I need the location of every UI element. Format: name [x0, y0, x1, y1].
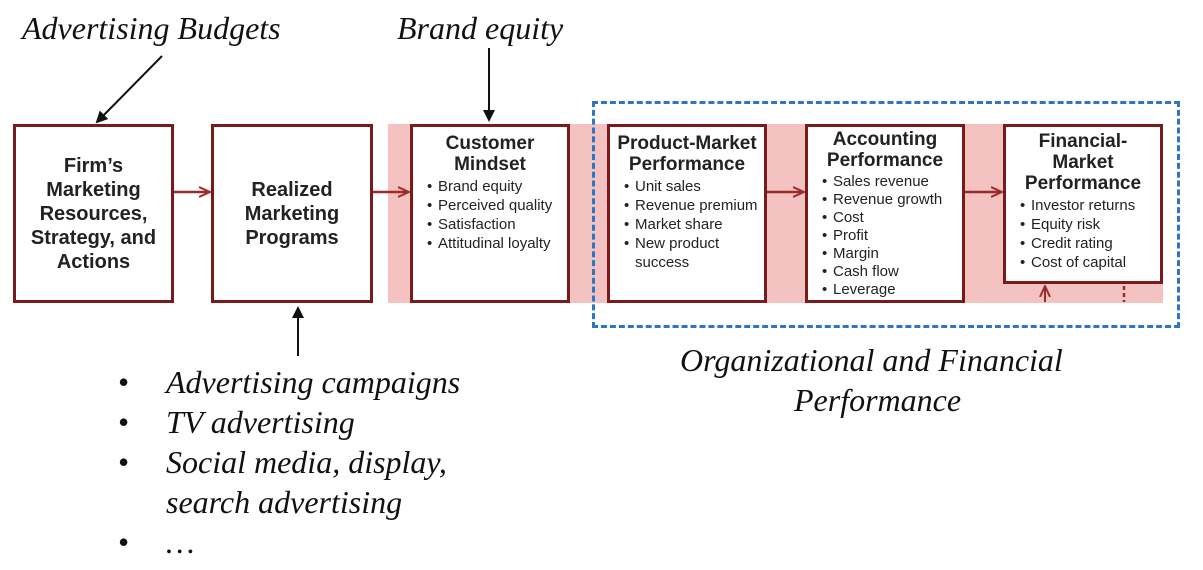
accounting-box: Accounting Performance Sales revenue Rev…	[805, 124, 965, 303]
list-item: Brand equity	[427, 177, 567, 196]
list-item: Attitudinal loyalty	[427, 234, 567, 253]
firm-resources-box: Firm’s Marketing Resources, Strategy, an…	[13, 124, 174, 303]
list-item: Revenue premium	[624, 196, 764, 215]
customer-mindset-box: Customer Mindset Brand equity Perceived …	[410, 124, 570, 303]
advertising-budgets-label: Advertising Budgets	[22, 10, 281, 46]
financial-market-list: Investor returns Equity risk Credit rati…	[1006, 196, 1160, 272]
list-item: Market share	[624, 215, 764, 234]
list-item: Unit sales	[624, 177, 764, 196]
brand-equity-label: Brand equity	[397, 10, 564, 46]
list-item: …	[118, 522, 486, 562]
list-item: Advertising campaigns	[118, 362, 486, 402]
list-item: Sales revenue	[822, 173, 962, 191]
list-item: New product success	[624, 234, 764, 272]
list-item: Equity risk	[1020, 215, 1160, 234]
list-item: Social media, display, search advertisin…	[118, 442, 486, 522]
list-item: Leverage	[822, 281, 962, 299]
org-financial-frame	[592, 101, 1180, 328]
org-financial-label-line2: Performance	[794, 382, 962, 418]
product-market-list: Unit sales Revenue premium Market share …	[610, 177, 764, 272]
financial-market-box: Financial-Market Performance Investor re…	[1003, 124, 1163, 284]
accounting-list: Sales revenue Revenue growth Cost Profit…	[808, 173, 962, 299]
product-market-title: Product-Market Performance	[617, 133, 757, 175]
programs-bullet-list: Advertising campaigns TV advertising Soc…	[118, 362, 486, 562]
list-item: Cost	[822, 209, 962, 227]
financial-market-title: Financial-Market Performance	[1024, 131, 1142, 194]
list-item: Revenue growth	[822, 191, 962, 209]
product-market-box: Product-Market Performance Unit sales Re…	[607, 124, 767, 303]
firm-resources-title: Firm’s Marketing Resources, Strategy, an…	[30, 154, 157, 273]
accounting-title: Accounting Performance	[826, 129, 944, 171]
realized-programs-title: Realized Marketing Programs	[244, 178, 340, 249]
list-item: TV advertising	[118, 402, 486, 442]
list-item: Satisfaction	[427, 215, 567, 234]
org-financial-label-line1: Organizational and Financial	[680, 342, 1063, 378]
customer-mindset-title: Customer Mindset	[445, 133, 535, 175]
realized-programs-box: Realized Marketing Programs	[211, 124, 373, 303]
list-item: Margin	[822, 245, 962, 263]
list-item: Investor returns	[1020, 196, 1160, 215]
customer-mindset-list: Brand equity Perceived quality Satisfact…	[413, 177, 567, 253]
list-item: Cost of capital	[1020, 253, 1160, 272]
budgets-arrow	[95, 55, 163, 124]
list-item: Perceived quality	[427, 196, 567, 215]
list-item: Cash flow	[822, 263, 962, 281]
list-item: Credit rating	[1020, 234, 1160, 253]
list-item: Profit	[822, 227, 962, 245]
